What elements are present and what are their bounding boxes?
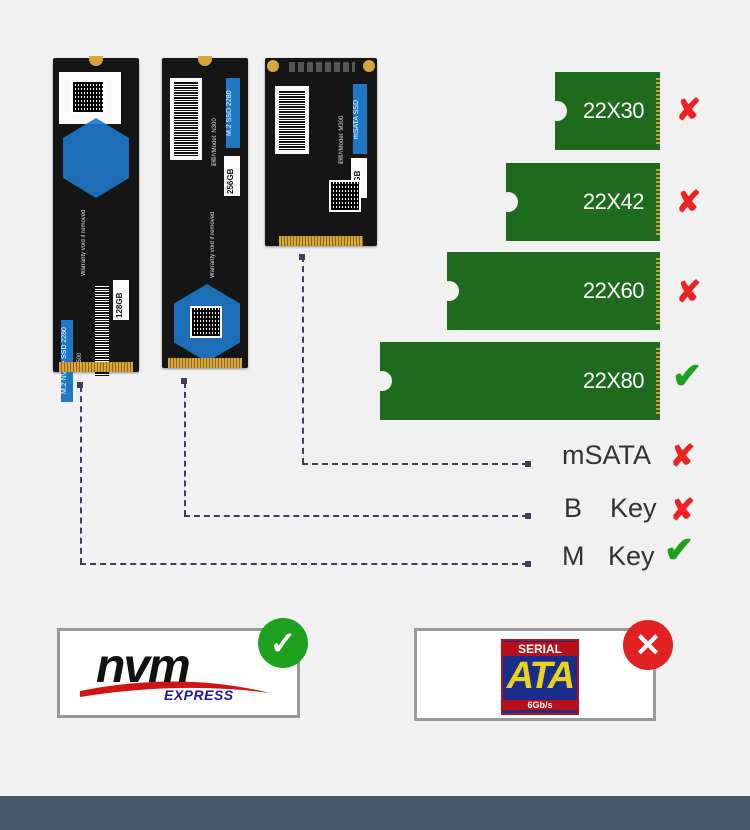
gold-connector [168, 358, 242, 368]
size-22x42-cross-icon: ✘ [676, 186, 702, 219]
barcode [279, 90, 305, 150]
connector-endpoint [525, 461, 531, 467]
interface-mkey-check-icon: ✔ [664, 529, 695, 570]
card-edge [656, 348, 660, 414]
qr-code [329, 180, 361, 212]
size-22x30-cross-icon: ✘ [676, 94, 702, 127]
series-text: 型号/Model: N300 [212, 118, 218, 166]
sata-logo-top: SERIAL [503, 642, 577, 656]
interface-msata-cross-icon: ✘ [670, 440, 696, 473]
connector-endpoint [525, 561, 531, 567]
msata-ssd-card: mSATA SSD 型号/Model: M300 512GB [265, 58, 377, 246]
connector-line-mkey-horizontal [80, 563, 528, 565]
sata-cross-badge-icon: ✕ [623, 620, 673, 670]
connector-line-bkey-horizontal [184, 515, 528, 517]
size-card-22x42: 22X42 [498, 163, 660, 241]
size-label: 22X60 [582, 278, 645, 303]
qr-code [190, 306, 222, 338]
card-hole [498, 192, 518, 212]
size-card-22x60: 22X60 [439, 252, 660, 330]
m2-sata-ssd-card: M.2 SSD 2280 型号/Model: N300 256GB Warran… [162, 56, 248, 368]
nvme-check-badge-icon: ✓ [258, 618, 308, 668]
capacity-text: 128GB [115, 292, 124, 318]
qr-code [71, 80, 105, 114]
footer-bar [0, 796, 750, 830]
chip-row [289, 62, 355, 72]
interface-label-msata: mSATA [562, 440, 652, 470]
barcode [174, 82, 198, 156]
card-hole [439, 281, 459, 301]
mounting-notch [267, 60, 279, 72]
warranty-text: Warranty void if removed [81, 209, 87, 276]
interface-label-b: B [564, 493, 583, 523]
size-label: 22X30 [582, 98, 645, 123]
gold-connector [59, 362, 133, 372]
sata-logo: SERIAL ATA 6Gb/s [501, 639, 579, 715]
nvme-ssd-card: Warranty void if removed 128GB M.2 NVMe … [53, 56, 139, 402]
capacity-label [224, 156, 240, 196]
gold-connector [279, 236, 363, 246]
size-label: 22X42 [582, 189, 645, 214]
mounting-notch [89, 56, 103, 66]
series-text: 型号/Model: M300 [339, 115, 345, 164]
connector-line-msata-vertical [302, 256, 304, 464]
size-card-22x30: 22X30 [547, 72, 660, 150]
nvme-swoosh [80, 681, 270, 697]
nvme-logo-box: nvm EXPRESS [57, 628, 300, 718]
capacity-text: 256GB [226, 168, 235, 194]
connector-endpoint [299, 254, 305, 260]
interface-bkey-cross-icon: ✘ [670, 494, 696, 527]
model-badge: mSATA SSD [353, 84, 367, 154]
nvme-logo-word: nvm [96, 640, 191, 693]
card-hole [547, 101, 567, 121]
mounting-notch [198, 56, 212, 66]
model-badge: M.2 NVMe SSD 2280 [61, 320, 73, 402]
card-edge [656, 78, 660, 144]
blue-hex-decoration [63, 118, 129, 198]
mounting-notch [363, 60, 375, 72]
card-edge [656, 258, 660, 324]
interface-label-m: M [562, 541, 585, 571]
interface-label-b-key: Key [610, 493, 657, 523]
connector-line-mkey-vertical [80, 386, 82, 564]
model-badge: M.2 SSD 2280 [226, 78, 240, 148]
card-edge [656, 169, 660, 235]
size-label: 22X80 [582, 368, 645, 393]
card-hole [372, 371, 392, 391]
barcode [95, 286, 109, 376]
connector-endpoint [181, 378, 187, 384]
size-22x80-check-icon: ✔ [672, 355, 703, 396]
connector-line-bkey-vertical [184, 382, 186, 516]
sata-logo-bottom: 6Gb/s [503, 700, 577, 710]
size-card-22x80: 22X80 [372, 342, 660, 420]
sata-logo-main: ATA [506, 655, 575, 697]
interface-label-m-key: Key [608, 541, 655, 571]
size-22x60-cross-icon: ✘ [676, 276, 702, 309]
connector-line-msata-horizontal [302, 463, 528, 465]
nvme-logo-sub: EXPRESS [164, 687, 234, 703]
warranty-text: Warranty void if removed [210, 211, 216, 278]
connector-endpoint [525, 513, 531, 519]
connector-endpoint [77, 382, 83, 388]
capacity-label [113, 280, 129, 320]
sata-logo-box: SERIAL ATA 6Gb/s [414, 628, 656, 721]
